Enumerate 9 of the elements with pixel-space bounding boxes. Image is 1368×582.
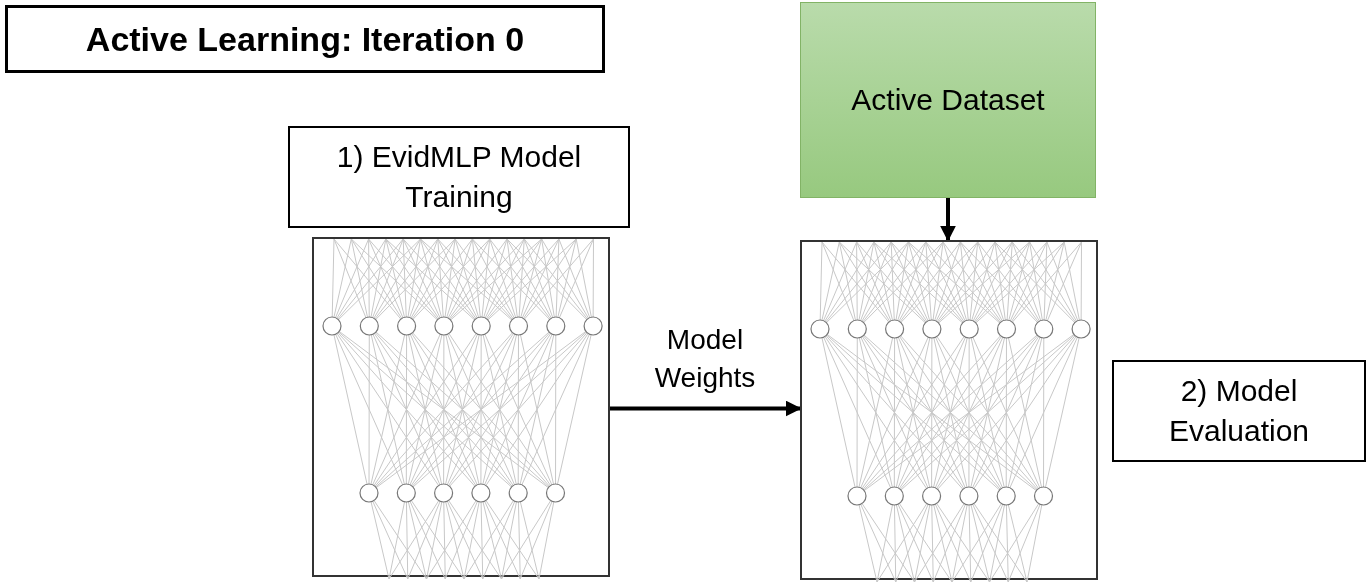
node-label: 1) EvidMLP Model Training: [335, 139, 583, 215]
node-label: 2) Model Evaluation: [1167, 373, 1311, 449]
arrow: [940, 198, 956, 242]
step-box: [288, 126, 630, 228]
step-box: [1112, 360, 1366, 462]
node-label: Active Dataset: [850, 82, 1046, 118]
arrow: [610, 400, 802, 417]
dataset-box: [800, 2, 1096, 198]
title-box: Active Learning: Iteration 0: [5, 5, 605, 73]
